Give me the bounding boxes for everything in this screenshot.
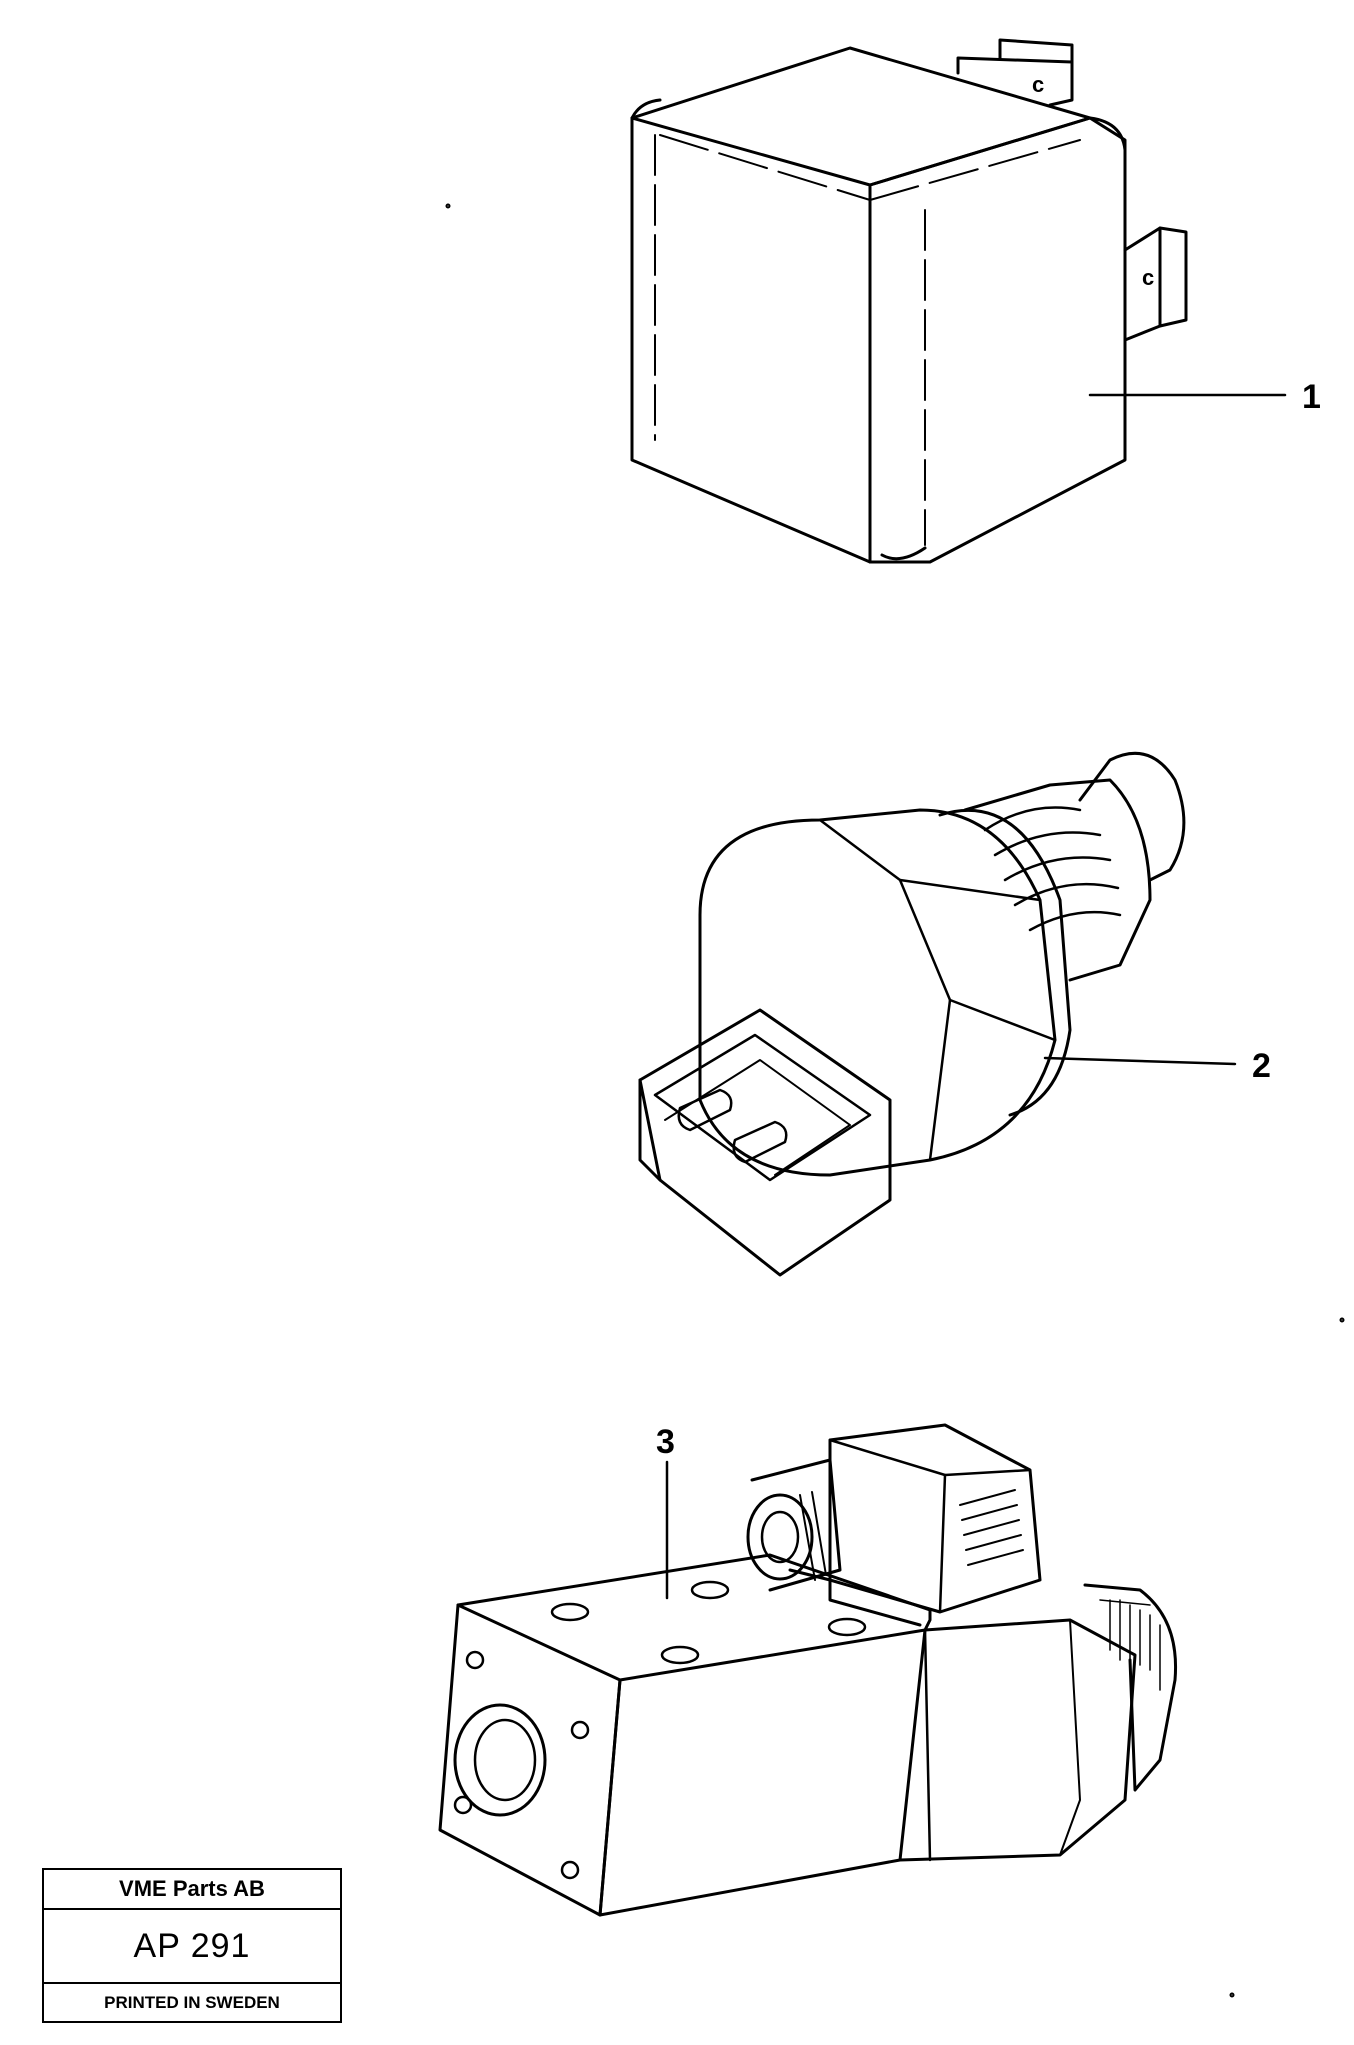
- callout-label-3: 3: [656, 1423, 675, 1461]
- page-code: AP 291: [44, 1910, 340, 1984]
- printed-notice: PRINTED IN SWEDEN: [104, 1992, 280, 2012]
- solenoid-valve-icon: [438, 1423, 1178, 1917]
- callout-label-1: 1: [1302, 378, 1321, 416]
- title-block: VME Parts AB AP 291 PRINTED IN SWEDEN: [42, 1868, 342, 2023]
- relay-terminal-mark: c: [1032, 72, 1044, 97]
- callout-label-2: 2: [1252, 1047, 1271, 1085]
- company-name: VME Parts AB: [44, 1870, 340, 1910]
- scan-specks: [445, 203, 1345, 1998]
- relay-terminal-mark-side: c: [1142, 265, 1154, 290]
- leader-line-2: [1043, 1056, 1237, 1066]
- pressure-switch-icon: [638, 751, 1186, 1277]
- relay-icon: [630, 38, 1188, 564]
